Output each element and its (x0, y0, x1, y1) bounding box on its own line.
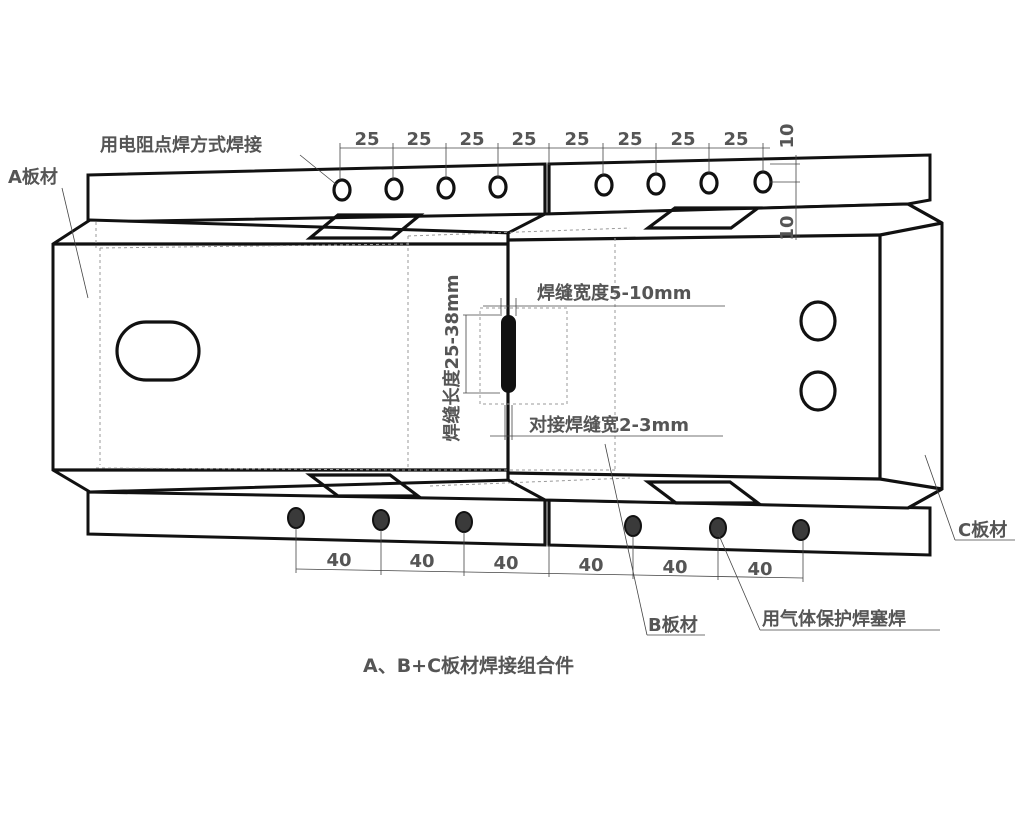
round-hole-lower (799, 370, 837, 412)
slot-bottom-right (643, 480, 763, 505)
dim-bottom-5: 40 (662, 557, 687, 578)
dim-bottom-3: 40 (493, 553, 518, 574)
dim-bottom-4: 40 (578, 555, 603, 576)
seam-dimension-lines (463, 298, 725, 440)
dim-bottom-1: 40 (326, 550, 351, 571)
round-hole-upper (799, 300, 837, 342)
weld-seam (479, 307, 568, 405)
label-spot-weld: 用电阻点焊方式焊接 (100, 134, 262, 156)
right-dimension-chain: 10 10 (760, 123, 800, 241)
plug-weld-holes (287, 507, 810, 541)
label-b-plate: B板材 (648, 614, 698, 636)
dim-top-2: 25 (406, 129, 431, 150)
oval-hole (115, 320, 201, 382)
dim-bottom-2: 40 (409, 551, 434, 572)
dim-top-6: 25 (617, 129, 642, 150)
leader-lines (61, 154, 1015, 636)
c-plate-body (506, 164, 944, 545)
slot-top-right (643, 206, 763, 230)
dim-top-4: 25 (511, 129, 536, 150)
dim-bottom-6: 40 (747, 559, 772, 580)
bottom-dimension-chain: 40 40 40 40 40 40 (295, 528, 804, 582)
dim-right-2: 10 (777, 215, 798, 240)
caption: A、B+C板材焊接组合件 (363, 654, 574, 677)
label-butt-width: 对接焊缝宽2-3mm (529, 414, 689, 436)
label-seam-length: 焊缝长度25-38mm (441, 274, 463, 441)
slots (305, 206, 763, 505)
label-a-plate: A板材 (8, 166, 58, 188)
dim-top-3: 25 (459, 129, 484, 150)
dim-top-5: 25 (564, 129, 589, 150)
label-c-plate: C板材 (958, 519, 1007, 541)
dim-top-8: 25 (723, 129, 748, 150)
slot-top-left (305, 213, 425, 240)
lower-flange (86, 490, 932, 557)
label-plug-weld: 用气体保护焊塞焊 (762, 608, 906, 630)
hidden-edges (95, 222, 631, 487)
top-dimension-chain: 25 25 25 25 25 25 25 25 (339, 129, 770, 180)
slot-bottom-left (305, 473, 423, 498)
label-seam-width: 焊缝宽度5-10mm (537, 282, 692, 304)
dim-right-1: 10 (777, 123, 798, 148)
dim-top-7: 25 (670, 129, 695, 150)
dim-top-1: 25 (354, 129, 379, 150)
